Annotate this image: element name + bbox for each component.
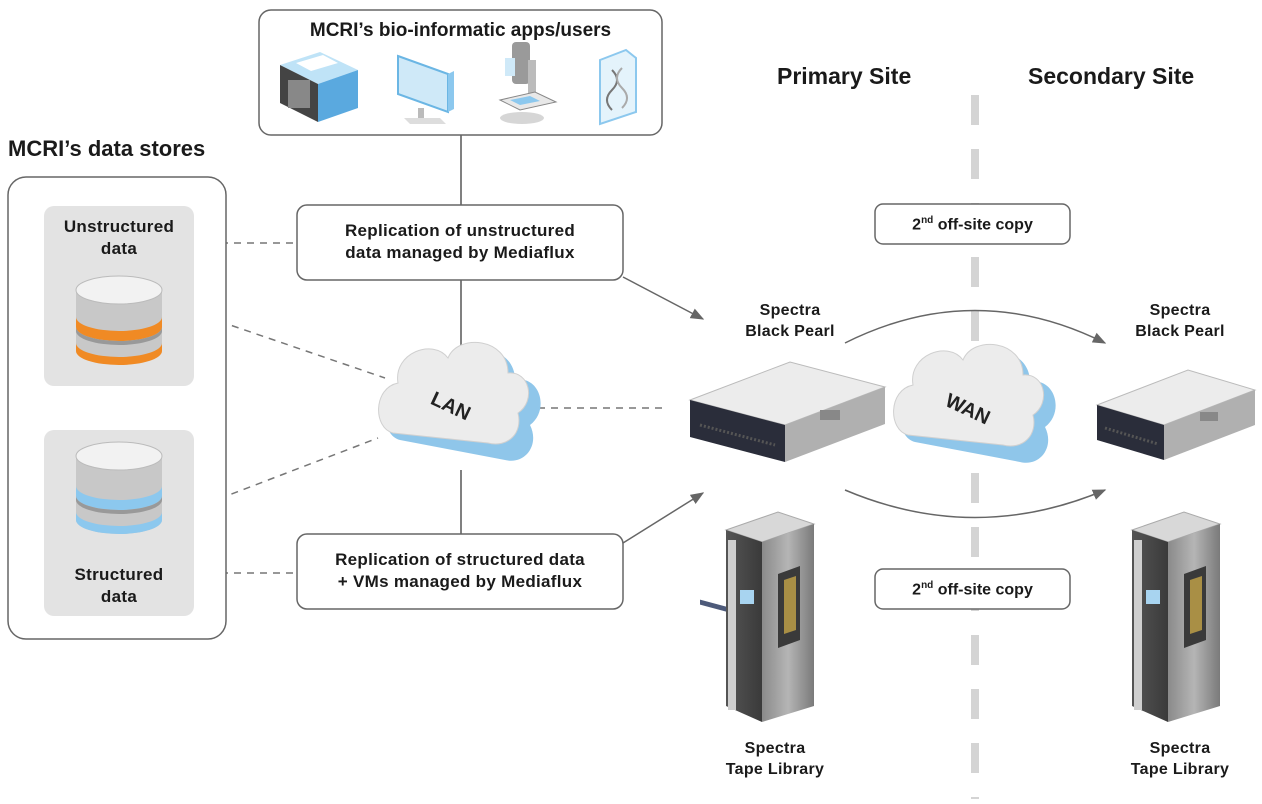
secondary-blackpearl-icon [1095, 369, 1257, 460]
sequencer-icon [280, 52, 358, 122]
offsite-copy-suffix: off-site copy [933, 581, 1033, 599]
primary-tape-line1: Spectra [744, 740, 806, 757]
structured-replication-label: Replication of structured data + VMs man… [297, 549, 623, 593]
unstructured-replication-label: Replication of unstructured data managed… [297, 220, 623, 264]
secondary-tape-library-icon [1130, 511, 1222, 722]
microscope-icon [498, 42, 558, 124]
offsite-copy-box-bottom [874, 568, 1071, 610]
unstructured-data-label: Unstructured data [44, 216, 194, 260]
apps-box-title: MCRI’s bio-informatic apps/users [309, 20, 612, 41]
primary-tape-line2: Tape Library [725, 761, 825, 778]
primary-blackpearl-icon [688, 361, 887, 624]
primary-blackpearl-line1: Spectra [759, 302, 821, 319]
secondary-tape-line1: Spectra [1149, 740, 1211, 757]
secondary-blackpearl-line2: Black Pearl [1135, 323, 1225, 340]
primary-blackpearl-label: Spectra Black Pearl [720, 300, 860, 342]
structured-replication-box [296, 533, 624, 610]
structured-line1: Structured [74, 565, 164, 584]
primary-tape-library-icon [724, 511, 816, 722]
wan-cloud [893, 344, 1056, 463]
primary-blackpearl-line2: Black Pearl [745, 323, 835, 340]
secondary-blackpearl-label: Spectra Black Pearl [1110, 300, 1250, 342]
offsite-copy-label-top: 2nd off-site copy [875, 215, 1070, 234]
unstructured-replication-line2: data managed by Mediaflux [345, 243, 575, 262]
dna-document-icon [599, 48, 637, 126]
unstructured-line1: Unstructured [63, 217, 175, 236]
monitor-icon [397, 54, 454, 124]
lan-cloud [378, 342, 541, 461]
unstructured-db-icon [75, 275, 163, 365]
data-stores-title: MCRI’s data stores [8, 136, 206, 161]
offsite-copy-sup: nd [921, 215, 934, 226]
offsite-copy-prefix: 2 [912, 216, 922, 234]
unstructured-line2: data [100, 239, 138, 258]
secondary-tape-label: Spectra Tape Library [1110, 738, 1250, 780]
wan-upper-arrow [844, 309, 1107, 344]
secondary-blackpearl-line1: Spectra [1149, 302, 1211, 319]
secondary-site-title: Secondary Site [1028, 63, 1195, 89]
structured-db-icon [75, 441, 163, 534]
structured-data-label: Structured data [44, 564, 194, 608]
unstructured-replication-line1: Replication of unstructured [344, 221, 576, 240]
offsite-copy-label-bottom: 2nd off-site copy [875, 580, 1070, 599]
structured-replication-line2: + VMs managed by Mediaflux [337, 572, 583, 591]
offsite-copy-box-top [874, 203, 1071, 245]
offsite-copy-suffix: off-site copy [933, 216, 1033, 234]
primary-site-title: Primary Site [777, 63, 912, 89]
unstructured-arrow [622, 276, 705, 320]
wan-lower-arrow [844, 489, 1107, 519]
structured-replication-line1: Replication of structured data [335, 550, 585, 569]
secondary-tape-line2: Tape Library [1130, 761, 1230, 778]
offsite-copy-sup: nd [921, 580, 934, 591]
primary-tape-label: Spectra Tape Library [705, 738, 845, 780]
apps-box [258, 9, 663, 136]
offsite-copy-prefix: 2 [912, 581, 922, 599]
structured-arrow [622, 492, 705, 544]
unstructured-replication-box [296, 204, 624, 281]
structured-line2: data [100, 587, 138, 606]
